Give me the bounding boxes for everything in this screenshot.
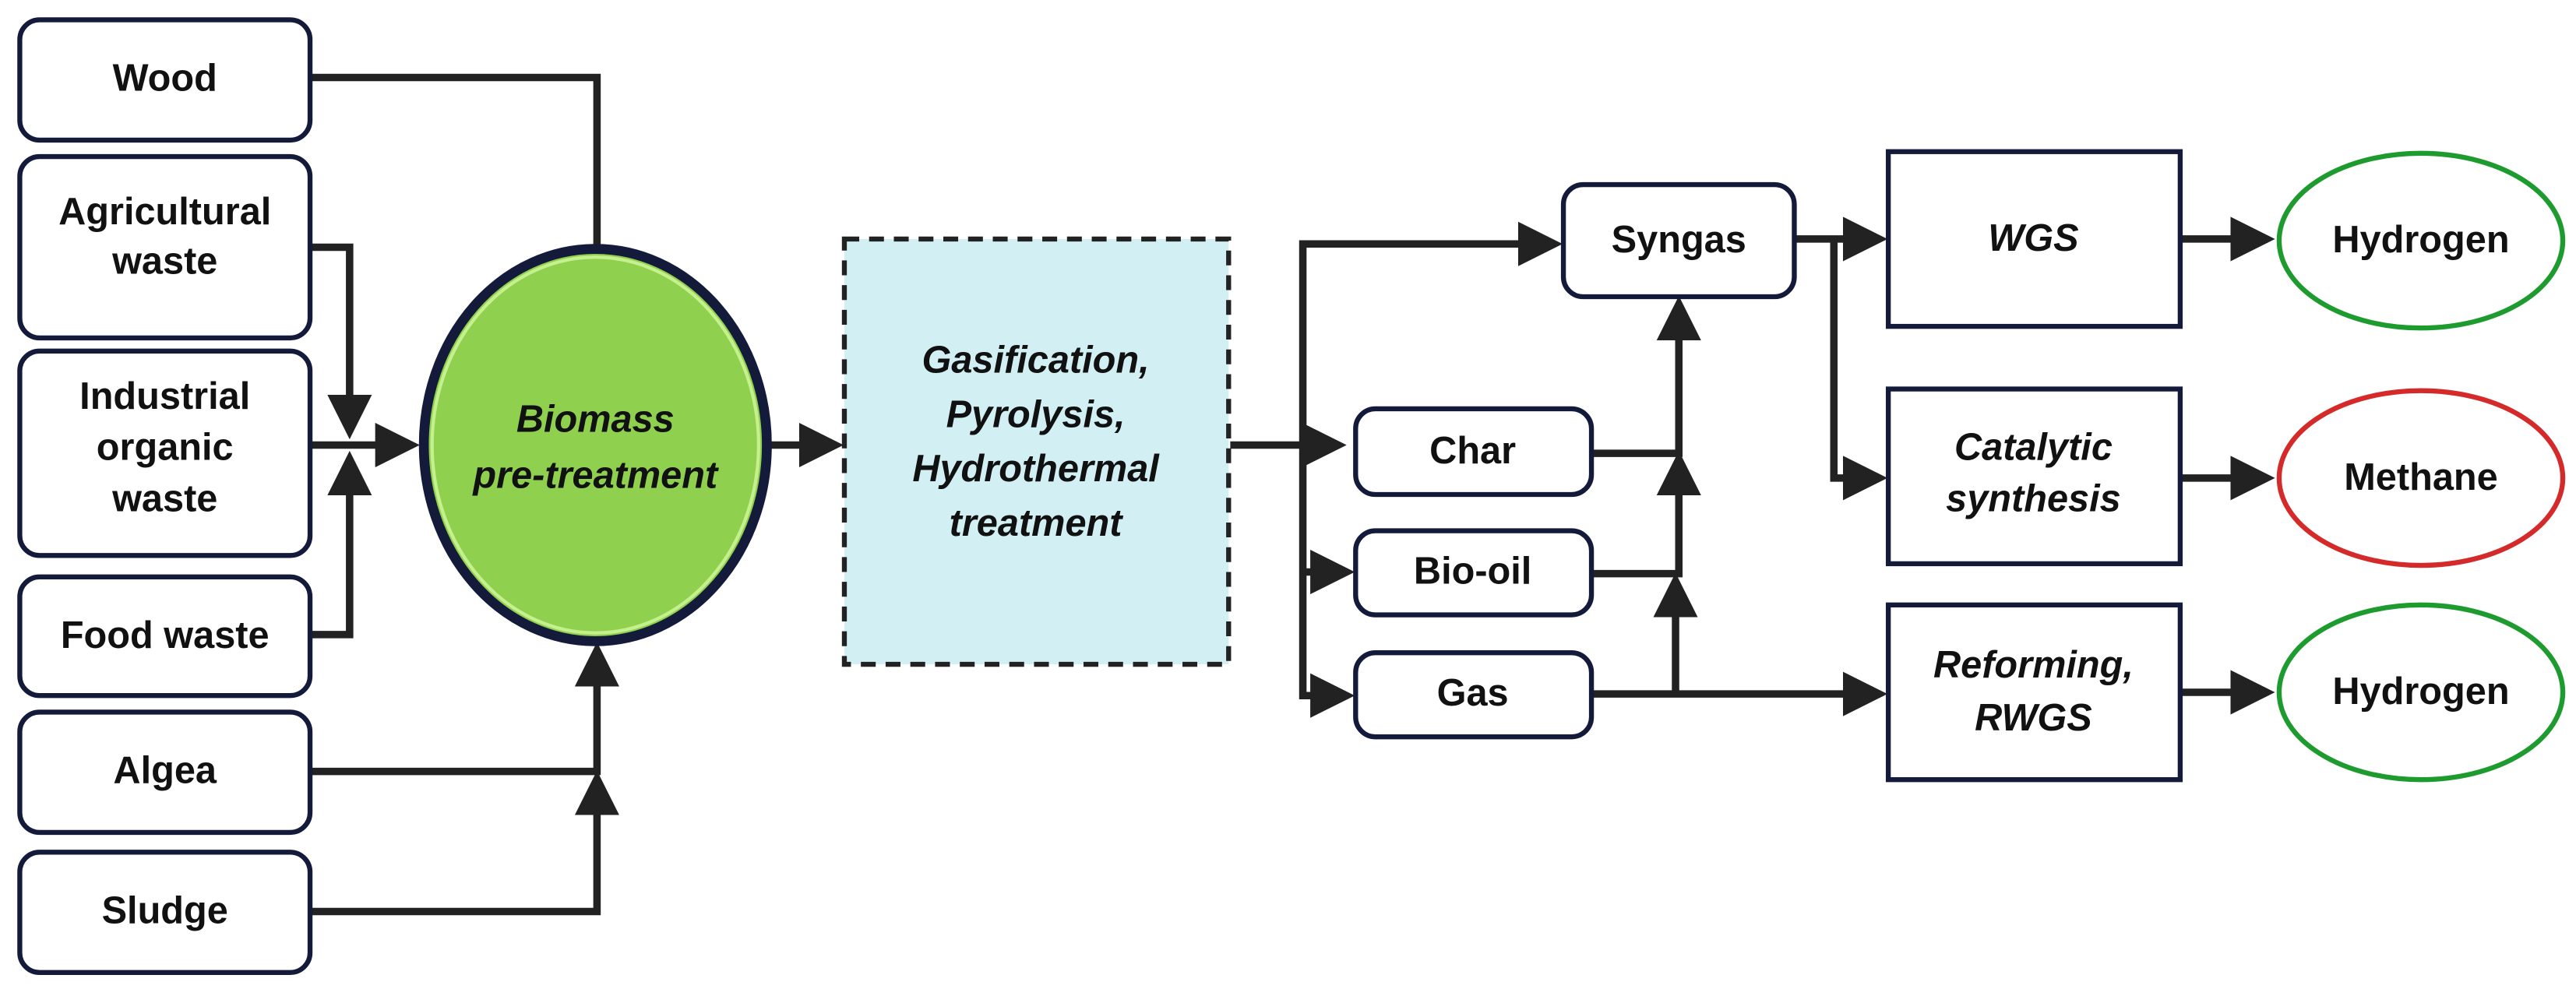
svg-text:waste: waste bbox=[111, 241, 217, 283]
svg-text:Gas: Gas bbox=[1437, 672, 1509, 714]
svg-text:Gasification,: Gasification, bbox=[922, 340, 1150, 382]
svg-text:Algea: Algea bbox=[113, 750, 217, 792]
syngas-node: Syngas bbox=[1560, 181, 1797, 300]
svg-text:Industrial: Industrial bbox=[79, 375, 250, 417]
svg-text:Wood: Wood bbox=[113, 58, 217, 100]
svg-text:Reforming,: Reforming, bbox=[1933, 644, 2134, 686]
source-agricultural-waste: Agricultural waste bbox=[17, 153, 313, 341]
svg-text:Methane: Methane bbox=[2344, 456, 2497, 498]
svg-text:waste: waste bbox=[111, 477, 217, 519]
svg-text:Hydrogen: Hydrogen bbox=[2332, 670, 2509, 713]
svg-text:treatment: treatment bbox=[950, 502, 1124, 544]
product-methane: Methane bbox=[2276, 388, 2566, 568]
svg-text:Bio-oil: Bio-oil bbox=[1414, 550, 1531, 592]
svg-text:pre-treatment: pre-treatment bbox=[471, 455, 719, 497]
gas-node: Gas bbox=[1353, 650, 1595, 740]
wgs-process: WGS bbox=[1885, 149, 2183, 329]
svg-text:Char: Char bbox=[1429, 430, 1516, 472]
source-sludge: Sludge bbox=[17, 850, 313, 976]
reforming-rwgs-process: Reforming, RWGS bbox=[1885, 602, 2183, 783]
product-hydrogen-2: Hydrogen bbox=[2276, 602, 2566, 783]
thermochemical-conversion-node: Gasification, Pyrolysis, Hydrothermal tr… bbox=[841, 236, 1232, 667]
svg-text:synthesis: synthesis bbox=[1946, 477, 2121, 519]
svg-text:organic: organic bbox=[97, 427, 234, 469]
svg-text:Biomass: Biomass bbox=[516, 399, 675, 441]
source-algea: Algea bbox=[17, 709, 313, 836]
svg-text:Pyrolysis,: Pyrolysis, bbox=[946, 393, 1126, 435]
svg-text:Syngas: Syngas bbox=[1612, 219, 1746, 261]
svg-text:WGS: WGS bbox=[1988, 217, 2078, 259]
char-node: Char bbox=[1353, 406, 1595, 498]
svg-text:Food waste: Food waste bbox=[61, 614, 270, 656]
svg-text:Hydrogen: Hydrogen bbox=[2332, 219, 2509, 261]
connectors bbox=[310, 73, 2275, 916]
svg-text:Catalytic: Catalytic bbox=[1954, 427, 2113, 469]
svg-text:Sludge: Sludge bbox=[102, 889, 228, 931]
svg-text:Hydrothermal: Hydrothermal bbox=[912, 448, 1160, 490]
product-hydrogen-1: Hydrogen bbox=[2276, 150, 2566, 331]
catalytic-synthesis-process: Catalytic synthesis bbox=[1885, 386, 2183, 567]
bio-oil-node: Bio-oil bbox=[1353, 528, 1595, 618]
svg-text:Agricultural: Agricultural bbox=[58, 191, 271, 233]
source-industrial-organic-waste: Industrial organic waste bbox=[17, 348, 313, 558]
svg-text:RWGS: RWGS bbox=[1975, 697, 2092, 739]
source-wood: Wood bbox=[17, 17, 313, 143]
source-food-waste: Food waste bbox=[17, 574, 313, 699]
biomass-pretreatment-node: Biomass pre-treatment bbox=[418, 244, 772, 646]
